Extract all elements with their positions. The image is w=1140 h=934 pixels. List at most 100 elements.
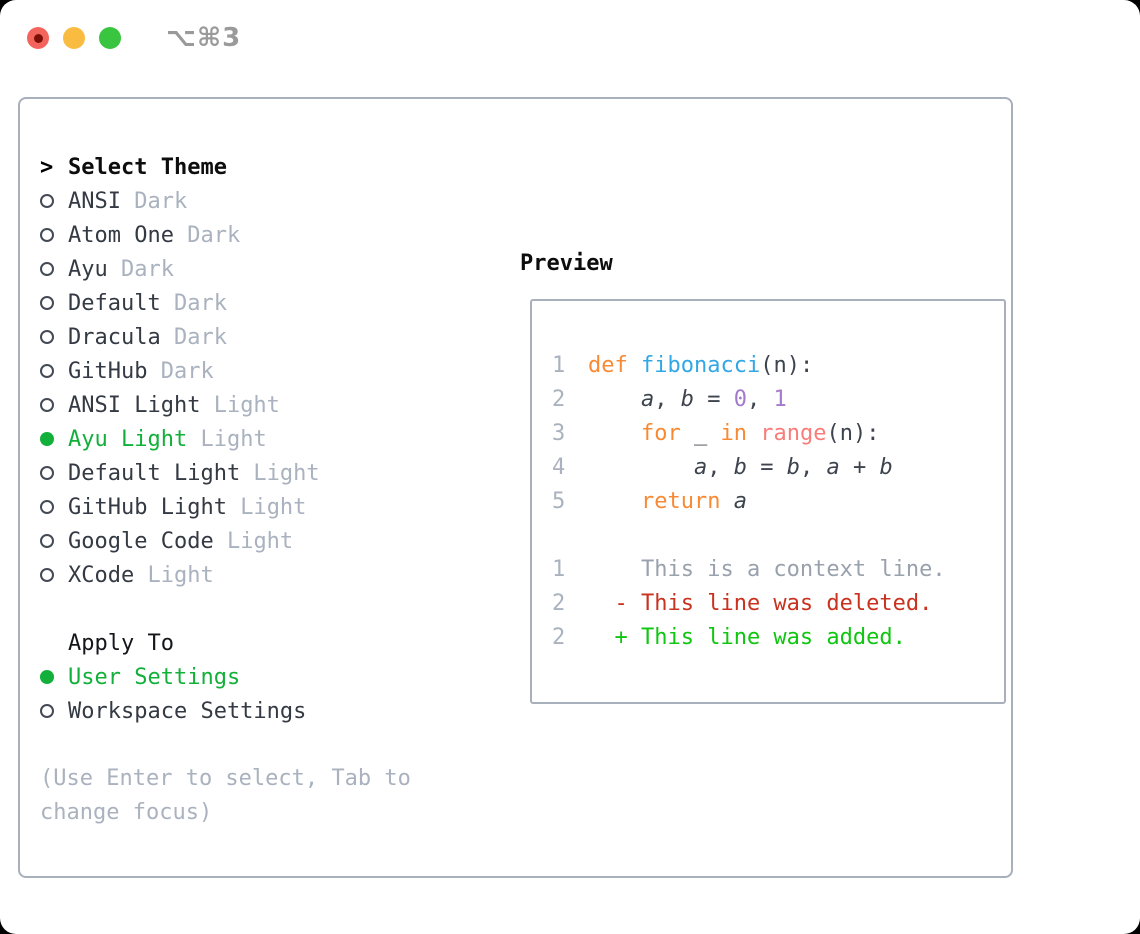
- code-token-default: =: [693, 387, 734, 412]
- code-line: 1 This is a context line.: [552, 553, 1004, 587]
- zoom-button[interactable]: [99, 27, 121, 49]
- hint-text: (Use Enter to select, Tab to change focu…: [40, 766, 411, 825]
- line-number: 2: [552, 625, 566, 650]
- theme-option-google-code[interactable]: Google Code Light: [40, 524, 440, 558]
- code-token-default: ,: [654, 387, 681, 412]
- radio-icon: [40, 194, 54, 208]
- line-number: 3: [552, 421, 566, 446]
- theme-variant: Light: [213, 528, 294, 554]
- theme-variant: Dark: [173, 222, 241, 248]
- radio-cell: [40, 466, 68, 480]
- spacer-row: [40, 728, 440, 762]
- code-token-variable: a: [826, 455, 840, 480]
- theme-option-ansi-light[interactable]: ANSI Light Light: [40, 388, 440, 422]
- code-line: 2 - This line was deleted.: [552, 587, 1004, 621]
- theme-name: Ayu: [68, 256, 108, 282]
- apply-option-user-settings[interactable]: User Settings: [40, 660, 440, 694]
- minimize-button[interactable]: [63, 27, 85, 49]
- code-token-default: _: [680, 421, 721, 446]
- window-title: ⌥⌘3: [166, 23, 242, 53]
- code-token-default: (n):: [826, 421, 880, 446]
- radio-icon: [40, 296, 54, 310]
- theme-variant: Dark: [160, 290, 227, 316]
- radio-cell: [40, 296, 68, 310]
- code-token-variable: a: [640, 387, 655, 412]
- line-number: 2: [552, 591, 566, 616]
- code-token-deleted: - This line was deleted.: [588, 591, 933, 616]
- line-number: 1: [552, 353, 566, 378]
- code-token-default: ,: [707, 455, 734, 480]
- theme-option-atom-one[interactable]: Atom One Dark: [40, 218, 440, 252]
- theme-option-ayu[interactable]: Ayu Dark: [40, 252, 440, 286]
- radio-icon: [40, 704, 54, 718]
- code-line: [552, 519, 1004, 553]
- theme-variant: Light: [187, 426, 267, 452]
- theme-option-github[interactable]: GitHub Dark: [40, 354, 440, 388]
- prompt-cursor-icon: >: [40, 154, 54, 180]
- radio-cell: [40, 194, 68, 208]
- theme-option-ayu-light[interactable]: Ayu Light Light: [40, 422, 440, 456]
- theme-option-github-light[interactable]: GitHub Light Light: [40, 490, 440, 524]
- apply-to-title: Apply To: [68, 630, 174, 656]
- theme-variant: Light: [200, 392, 280, 418]
- spacer-row: [40, 592, 440, 626]
- select-theme-header: > Select Theme: [40, 150, 440, 184]
- radio-icon: [40, 466, 54, 480]
- radio-icon: [40, 534, 54, 548]
- code-line: 5 return a: [552, 485, 1004, 519]
- code-token-default: [588, 485, 641, 519]
- code-token-variable: a: [693, 455, 708, 480]
- apply-option-label: User Settings: [68, 664, 241, 690]
- radio-cell: [40, 364, 68, 378]
- code-token-added: + This line was added.: [588, 625, 906, 650]
- radio-cell: [40, 262, 68, 276]
- theme-option-dracula[interactable]: Dracula Dark: [40, 320, 440, 354]
- code-token-builtin: range: [760, 421, 827, 446]
- radio-icon: [40, 262, 54, 276]
- code-token-variable: b: [879, 455, 893, 480]
- code-token-number: 0: [733, 387, 747, 412]
- code-token-default: [588, 383, 641, 417]
- theme-variant: Light: [240, 460, 320, 486]
- code-token-variable: b: [680, 387, 694, 412]
- code-token-variable: b: [733, 455, 747, 480]
- theme-option-ansi[interactable]: ANSI Dark: [40, 184, 440, 218]
- code-token-keyword: for: [640, 421, 681, 446]
- code-token-variable: b: [786, 455, 800, 480]
- theme-option-default[interactable]: Default Dark: [40, 286, 440, 320]
- theme-name: XCode: [68, 562, 135, 588]
- code-token-default: [747, 417, 760, 451]
- code-token-variable: a: [733, 489, 747, 514]
- select-theme-title: Select Theme: [68, 154, 227, 180]
- apply-to-header: Apply To: [40, 626, 440, 660]
- line-number: 2: [552, 387, 566, 412]
- radio-icon: [40, 500, 54, 514]
- code-token-default: =: [746, 455, 787, 480]
- theme-name: GitHub Light: [68, 494, 227, 520]
- apply-option-label: Workspace Settings: [68, 698, 307, 724]
- close-button[interactable]: [27, 27, 49, 49]
- code-token-function: fibonacci: [640, 353, 761, 378]
- radio-icon: [40, 398, 54, 412]
- theme-option-default-light[interactable]: Default Light Light: [40, 456, 440, 490]
- code-token-number: 1: [773, 387, 787, 412]
- radio-cell: [40, 500, 68, 514]
- code-line: 2 a, b = 0, 1: [552, 383, 1004, 417]
- code-line: 3 for _ in range(n):: [552, 417, 1004, 451]
- code-line: 4 a, b = b, a + b: [552, 451, 1004, 485]
- code-token-default: [588, 417, 641, 451]
- code-token-default: (n):: [760, 353, 814, 378]
- close-dot-icon: [33, 33, 43, 43]
- theme-variant: Light: [134, 562, 214, 588]
- theme-option-xcode[interactable]: XCode Light: [40, 558, 440, 592]
- theme-name: Ayu Light: [68, 426, 188, 452]
- radio-cell: [40, 330, 68, 344]
- theme-variant: Dark: [107, 256, 174, 282]
- theme-name: Default: [68, 290, 161, 316]
- line-number: 5: [552, 489, 566, 514]
- apply-option-workspace-settings[interactable]: Workspace Settings: [40, 694, 440, 728]
